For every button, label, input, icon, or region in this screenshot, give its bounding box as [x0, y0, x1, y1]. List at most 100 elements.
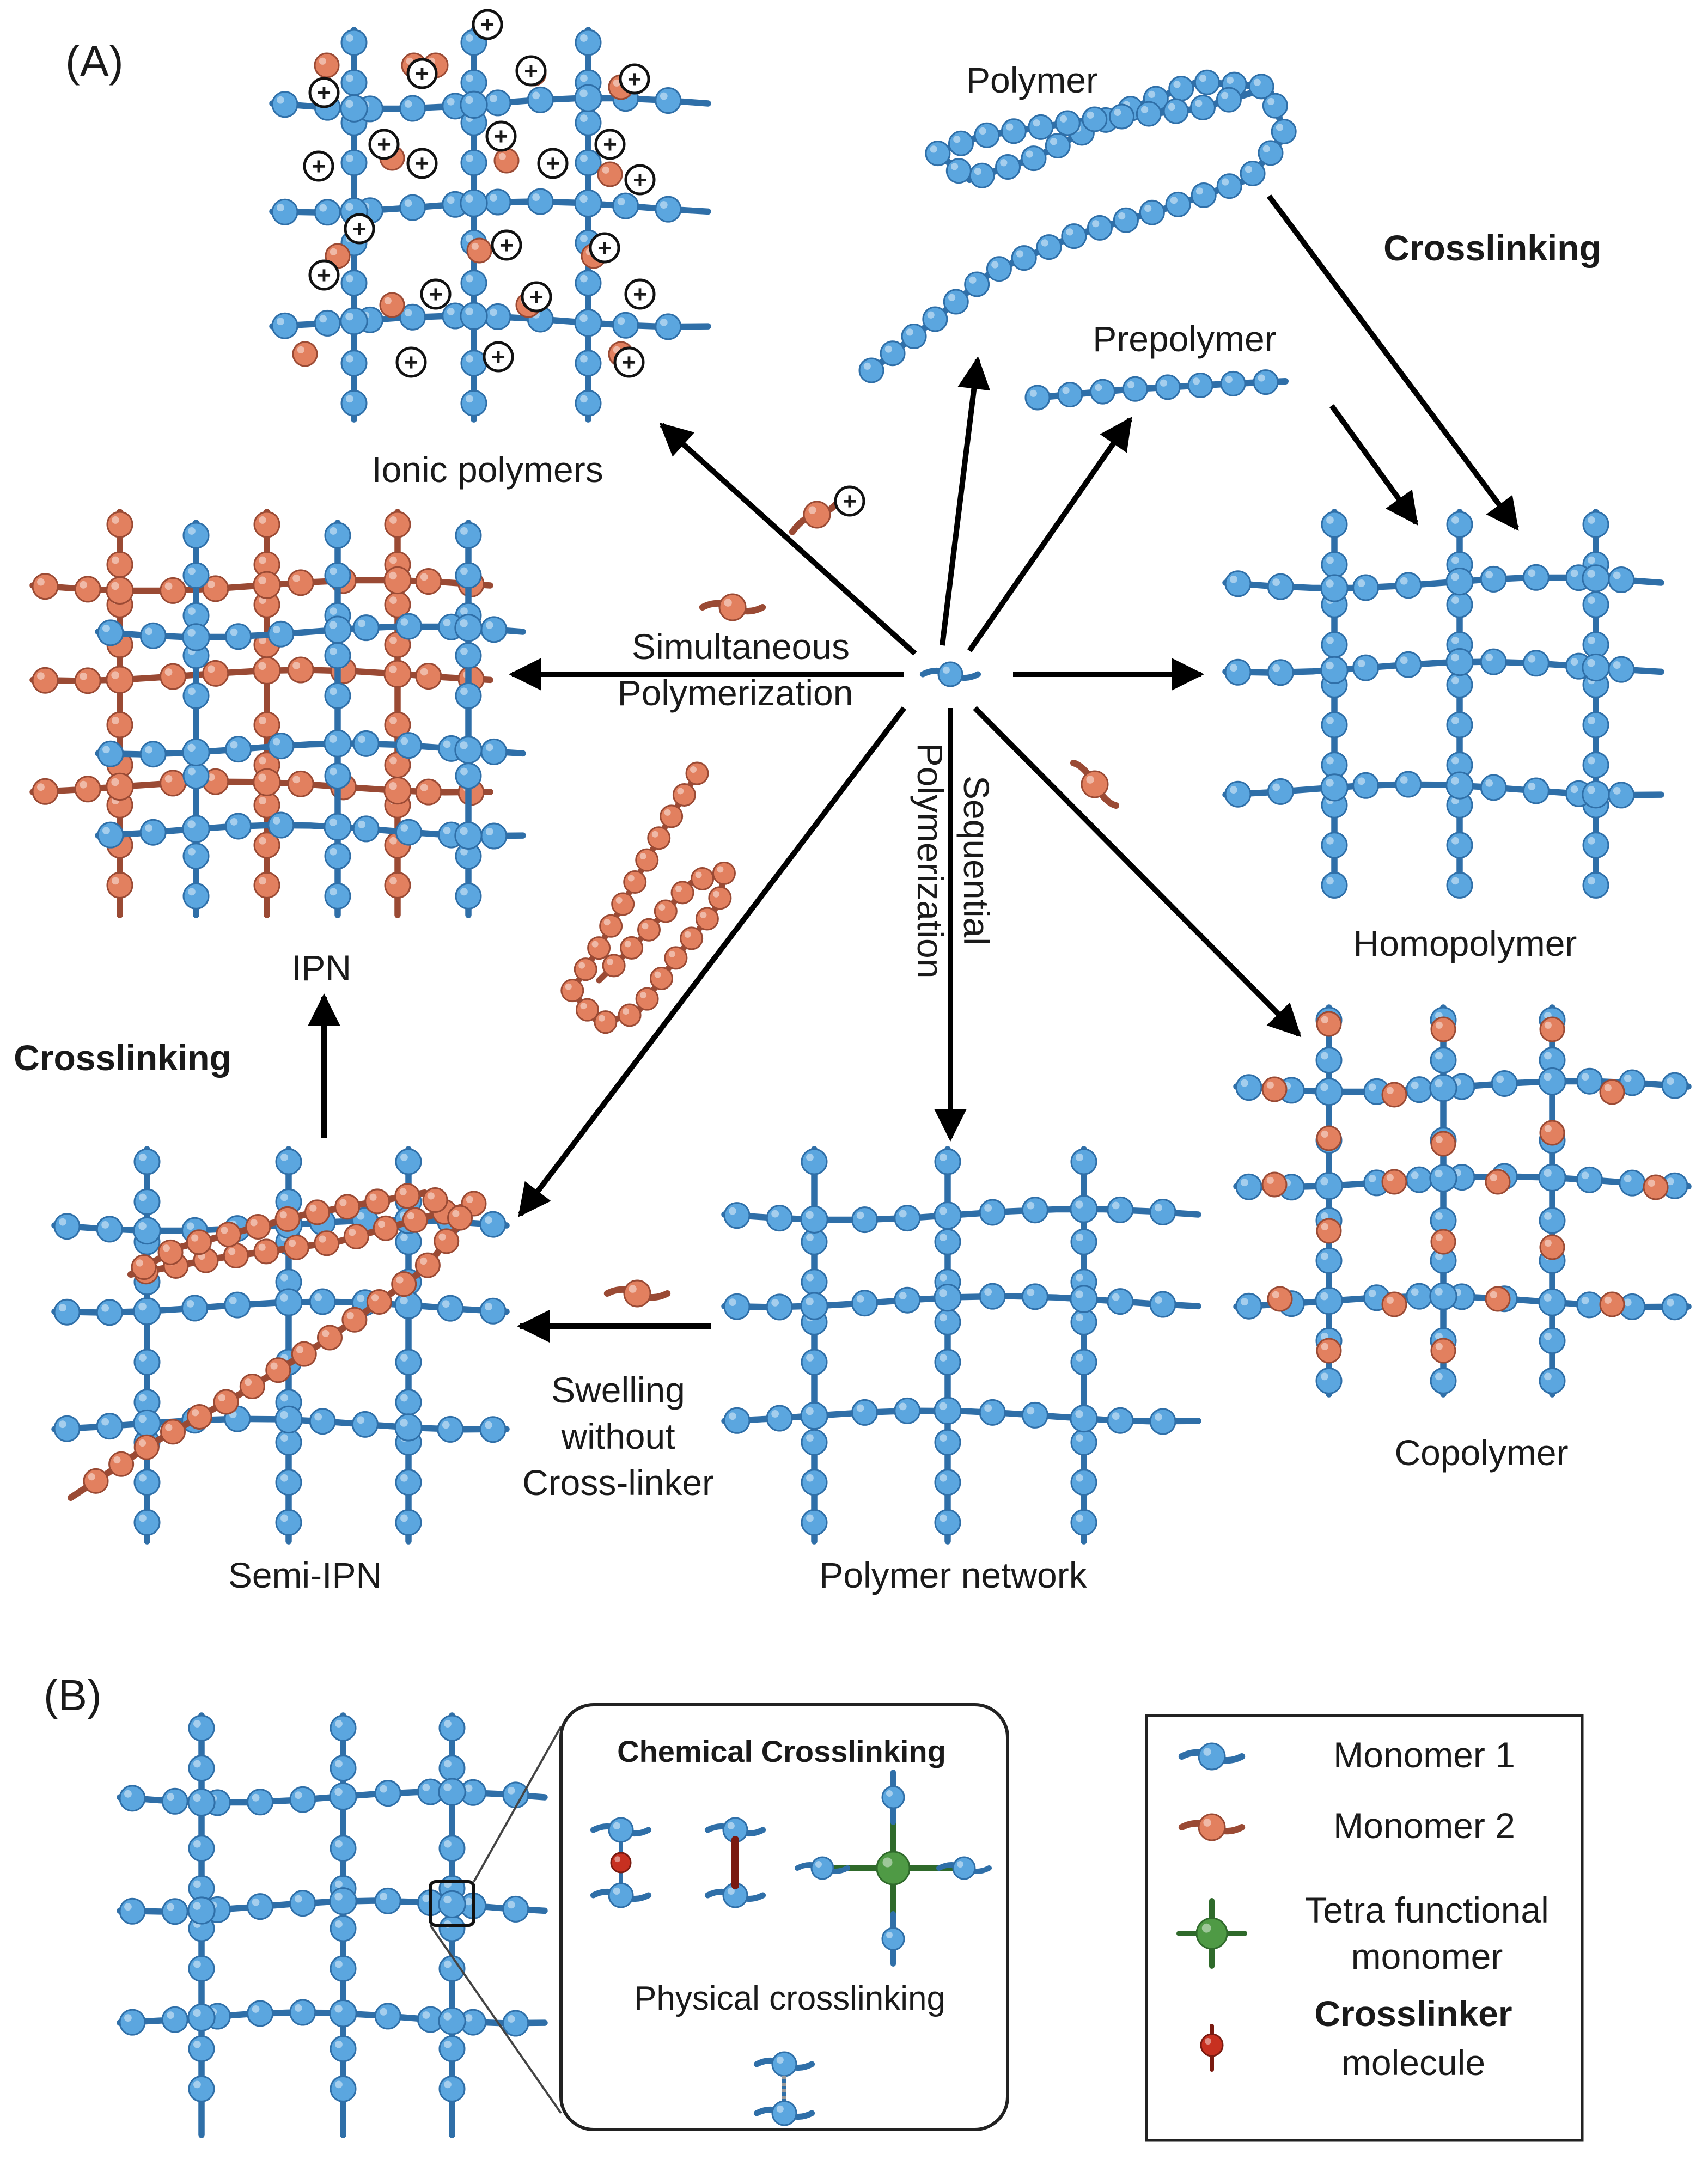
monomer-bead-highlight — [280, 1514, 288, 1522]
monomer-bead — [106, 551, 133, 578]
junction-bead-highlight — [1435, 1169, 1443, 1178]
monomer-bead — [271, 91, 298, 118]
monomer-bead — [894, 1286, 921, 1314]
zoom-indicator — [429, 1726, 562, 2114]
junction-bead — [460, 90, 488, 119]
monomer-bead-highlight — [230, 818, 238, 826]
monomer-bead-highlight — [1435, 1212, 1443, 1220]
monomer-bead-highlight — [124, 2014, 132, 2022]
monomer-bead-highlight — [193, 1880, 201, 1888]
chain-bead — [680, 926, 704, 950]
monomer-bead-highlight — [444, 1720, 452, 1728]
chain-bead — [253, 1238, 279, 1265]
monomer-bead — [324, 762, 351, 790]
chain-bead — [1113, 207, 1139, 233]
monomer-bead-highlight — [280, 1434, 288, 1442]
chain-bead-highlight — [339, 1199, 347, 1206]
monomer-bead-highlight — [1435, 1372, 1443, 1381]
comonomer-bead — [1485, 1286, 1511, 1312]
junction-bead — [934, 1284, 962, 1312]
junction-bead-highlight — [443, 1895, 452, 1904]
chain-bead-highlight — [88, 1473, 95, 1481]
homopolymer-network — [1222, 509, 1664, 899]
monomer-bead-highlight — [984, 1288, 992, 1296]
ionic-bead-highlight — [319, 57, 326, 65]
monomer-bead — [395, 1509, 422, 1536]
legend-tetra-line2: monomer — [1351, 1936, 1503, 1976]
monomer1-icon-highlight — [942, 666, 950, 674]
monomer-bead-highlight — [380, 1785, 388, 1793]
monomer-bead — [575, 29, 602, 56]
chain-bead-highlight — [270, 1362, 278, 1370]
ionic-bead — [597, 161, 623, 187]
chemical-crosslink-molecule-top — [608, 1817, 634, 1843]
chain-bead — [618, 1003, 642, 1027]
monomer-bead — [225, 623, 252, 650]
monomer-bead-highlight — [259, 516, 266, 524]
monomer-bead-highlight — [186, 1299, 194, 1308]
monomer-bead-highlight — [102, 827, 110, 835]
positive-charge-icon — [624, 164, 656, 196]
monomer-bead — [32, 667, 59, 694]
chain-bead-highlight — [427, 1192, 435, 1200]
comonomer-bead-highlight — [1266, 1176, 1274, 1184]
chain-bead-highlight — [565, 983, 572, 990]
monomer-bead-highlight — [272, 817, 280, 825]
chain-bead-highlight — [191, 1234, 199, 1242]
comonomer-bead-highlight — [1435, 1234, 1443, 1241]
monomer-bead — [161, 1787, 188, 1815]
junction-bead-highlight — [1587, 786, 1595, 794]
monomer-bead — [182, 843, 210, 870]
junction-bead — [574, 84, 602, 112]
monomer-bead-highlight — [485, 1421, 492, 1429]
chain-bead — [108, 1451, 135, 1477]
monomer-bead-highlight — [485, 1216, 492, 1224]
chain-bead — [986, 256, 1012, 282]
monomer-bead — [225, 736, 252, 763]
monomer-bead-highlight — [420, 668, 428, 676]
chain-bead-highlight — [623, 1008, 630, 1015]
chain-bead-highlight — [138, 1439, 147, 1447]
monomer-bead-highlight — [207, 665, 215, 673]
monomer-bead-highlight — [1588, 516, 1595, 524]
chain-bead-highlight — [407, 1212, 415, 1220]
junction-bead-highlight — [334, 1893, 343, 1901]
positive-charge-icon — [624, 278, 656, 310]
chemical-crosslinking-title: Chemical Crosslinking — [617, 1734, 946, 1768]
chain-bead-highlight — [165, 1424, 173, 1431]
monomer1-icon — [937, 661, 963, 687]
monomer-bead-highlight — [1411, 1081, 1419, 1089]
monomer-bead — [374, 1780, 401, 1807]
monomer-bead-highlight — [1076, 1474, 1083, 1482]
comonomer-bead-highlight — [1544, 1239, 1552, 1247]
monomer-bead-highlight — [444, 2040, 452, 2048]
monomer-bead-highlight — [422, 2011, 430, 2019]
junction-bead — [1320, 773, 1349, 802]
ionic-monomer-icon — [803, 501, 831, 529]
monomer-bead — [271, 198, 298, 225]
chain-bead-highlight — [1016, 250, 1024, 258]
tetra-attached-monomer — [810, 1856, 834, 1880]
comonomer-bead-highlight — [1266, 1081, 1274, 1089]
chain-bead-highlight — [700, 912, 707, 919]
monomer-bead — [287, 770, 314, 797]
monomer-bead-highlight — [112, 877, 119, 885]
monomer-bead — [395, 819, 422, 846]
zoom-source-box — [429, 1880, 475, 1927]
monomer-bead-highlight — [1272, 664, 1280, 672]
label-without: without — [560, 1416, 675, 1456]
chain-bead — [1087, 215, 1113, 241]
monomer-bead-highlight — [422, 1784, 430, 1791]
monomer-bead-highlight — [1485, 654, 1493, 661]
monomer-bead-highlight — [124, 1903, 132, 1911]
monomer-bead-highlight — [806, 1514, 814, 1522]
tetra-attached-monomer-highlight — [815, 1861, 822, 1868]
monomer-bead-highlight — [400, 1514, 408, 1522]
monomer-bead — [133, 1469, 161, 1496]
ionic-bead — [379, 292, 405, 318]
junction-bead — [1320, 574, 1349, 602]
zoom-line-top — [473, 1726, 562, 1882]
junction-bead-highlight — [806, 1297, 814, 1305]
monomer-bead-highlight — [358, 619, 366, 627]
monomer-bead — [527, 188, 554, 215]
